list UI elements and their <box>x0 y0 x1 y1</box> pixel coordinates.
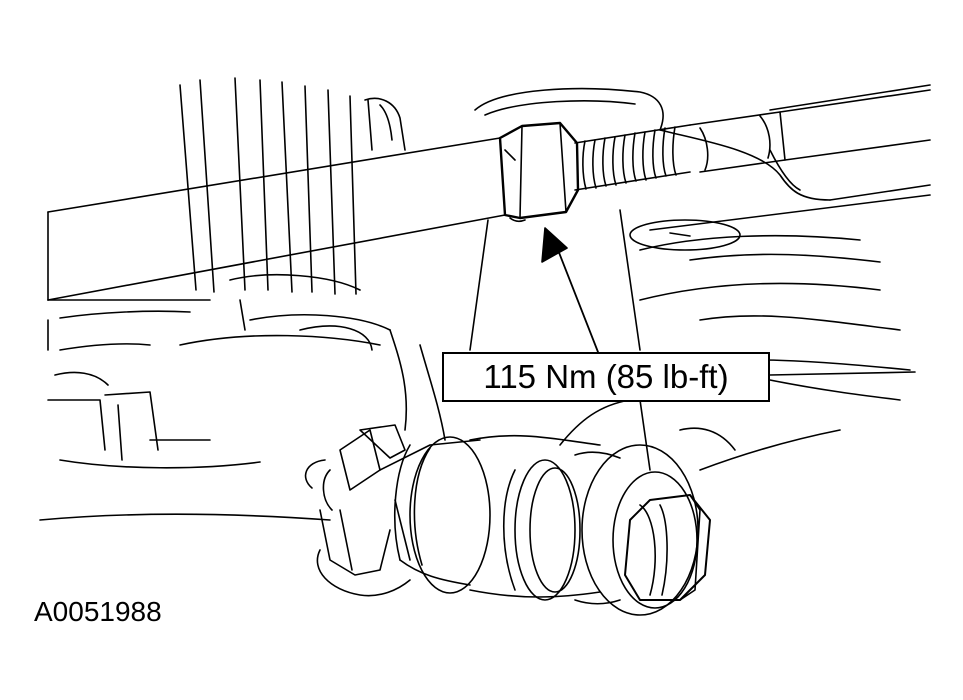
figure-id: A0051988 <box>34 596 162 627</box>
tie-rod <box>47 137 506 301</box>
strut-lines <box>469 209 651 471</box>
upper-control-arm <box>474 84 931 401</box>
callout-leader <box>769 371 916 376</box>
callout-arrow <box>541 227 599 353</box>
lower-left-structure <box>39 274 446 521</box>
bolt-head <box>624 494 711 601</box>
torque-spec-label: 115 Nm (85 lb-ft) <box>483 358 729 395</box>
torque-callout-box: 115 Nm (85 lb-ft) <box>442 352 770 402</box>
spring-housing <box>179 77 406 295</box>
stabilizer-link <box>304 424 699 616</box>
outer-tie-rod-end <box>689 89 931 191</box>
jam-nut[interactable] <box>498 121 580 223</box>
lower-arm-lines <box>559 399 841 471</box>
tie-rod-threads <box>574 124 691 191</box>
